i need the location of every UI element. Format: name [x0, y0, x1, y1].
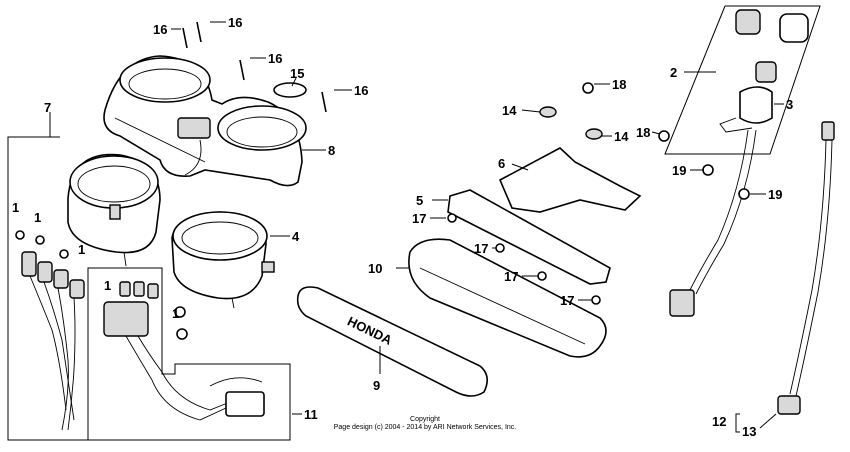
label-12: 12: [712, 414, 726, 429]
bracket-11: [88, 363, 291, 441]
bolt-18a: [582, 82, 594, 94]
label-13: 13: [742, 424, 756, 439]
bracket-5: [447, 189, 611, 285]
label-11: 11: [304, 407, 318, 422]
bolt-19a: [702, 164, 714, 176]
bracket-7: [7, 136, 175, 441]
nut-17c: [537, 271, 547, 281]
label-1a: 1: [12, 200, 19, 215]
label-5: 5: [416, 193, 423, 208]
label-14a: 14: [502, 103, 517, 118]
label-17a: 17: [412, 211, 426, 226]
label-1e: 1: [172, 306, 179, 321]
screws-16: [182, 21, 327, 113]
nut-17a: [447, 213, 457, 223]
wire-harness-11: [103, 281, 265, 421]
label-16b: 16: [228, 15, 242, 30]
nut-17b: [495, 243, 505, 253]
label-2: 2: [670, 65, 677, 80]
grommet-14a: [539, 106, 557, 118]
label-18a: 18: [612, 77, 626, 92]
copyright-line-2: Page design (c) 2004 - 2014 by ARI Netwo…: [333, 424, 517, 431]
bracket-2: [664, 5, 821, 155]
label-17b: 17: [474, 241, 488, 256]
label-1b: 1: [34, 210, 41, 225]
nut-17d: [591, 295, 601, 305]
label-7: 7: [44, 100, 51, 115]
label-1c: 1: [78, 242, 85, 257]
label-15: 15: [290, 66, 304, 81]
callout-labels: 16 16 16 16 15 8 7 4 1 1 1 1 1 11 9 10 5…: [12, 15, 793, 439]
label-14b: 14: [614, 129, 629, 144]
label-16a: 16: [153, 22, 167, 37]
cover-10: [408, 238, 607, 358]
label-16c: 16: [268, 51, 282, 66]
speedometer-cable-12: [777, 121, 835, 415]
bracket-12-13: [735, 413, 740, 433]
label-16d: 16: [354, 83, 368, 98]
label-19b: 19: [768, 187, 782, 202]
label-9: 9: [373, 378, 380, 393]
ignition-switch-3: [669, 9, 809, 317]
bracket-6: [498, 147, 642, 213]
label-8: 8: [328, 143, 335, 158]
bolt-19b: [738, 188, 750, 200]
label-17d: 17: [560, 293, 574, 308]
label-1d: 1: [104, 278, 111, 293]
bolt-18b: [658, 130, 670, 142]
copyright-line-1: Copyright: [410, 416, 440, 423]
gasket-15: [273, 82, 307, 98]
label-6: 6: [498, 156, 505, 171]
meter-assy-4: [171, 211, 275, 309]
wire-harness-left: [15, 230, 85, 431]
grommet-14b: [585, 128, 603, 140]
leader-lines: [171, 21, 784, 429]
label-3: 3: [786, 97, 793, 112]
meter-case-8: [103, 55, 307, 187]
label-18b: 18: [636, 125, 650, 140]
label-4: 4: [292, 229, 300, 244]
label-17c: 17: [504, 269, 518, 284]
label-19a: 19: [672, 163, 686, 178]
label-10: 10: [368, 261, 382, 276]
meter-assy-7: [67, 153, 161, 267]
